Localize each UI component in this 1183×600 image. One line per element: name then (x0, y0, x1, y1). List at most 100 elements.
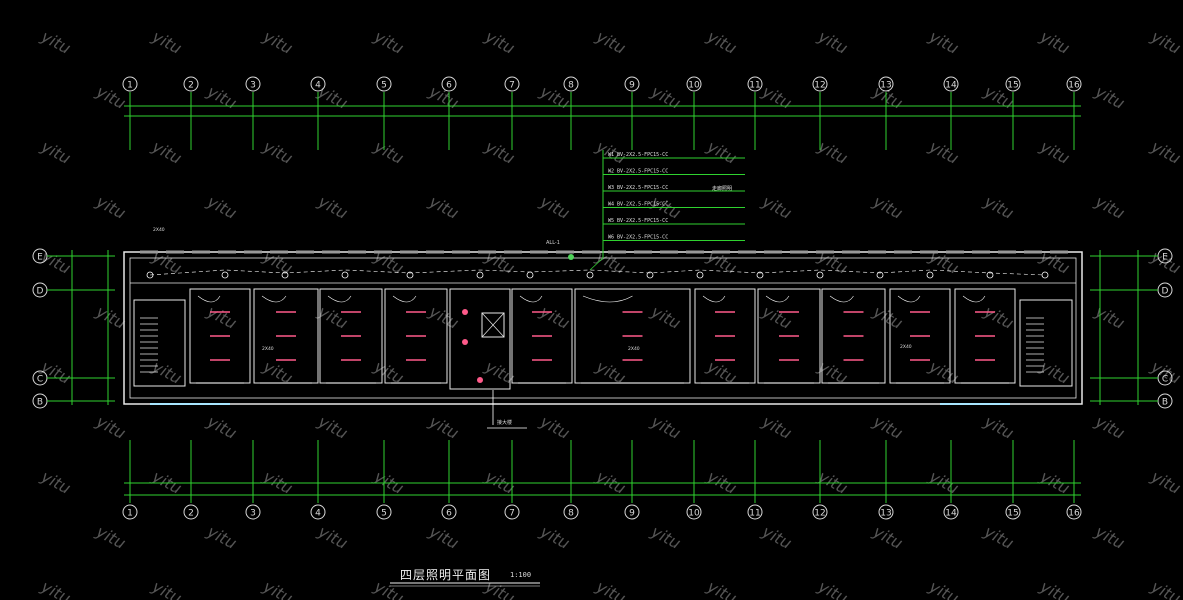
watermark-text: yitu (37, 576, 74, 600)
panel-label: ALL-1 (546, 240, 560, 246)
circuit-note: 走廊照明 (712, 185, 732, 192)
watermark-text: yitu (536, 521, 573, 552)
row-axis-label-left: D (37, 287, 44, 297)
axis-bubble (1005, 504, 1021, 520)
axis-bubble (376, 76, 392, 92)
switch-leg (582, 295, 633, 303)
switch-leg (327, 295, 352, 303)
watermark-text: yitu (425, 81, 462, 112)
building-outline (123, 250, 1083, 405)
axis-label: 16 (1068, 509, 1080, 519)
watermark-text: yitu (1036, 466, 1073, 497)
axis-bubble (122, 76, 138, 92)
core-room (449, 288, 511, 390)
axis-bubble (441, 76, 457, 92)
axis-bubble (504, 504, 520, 520)
axis-bubble (504, 76, 520, 92)
axis-label: 9 (629, 509, 635, 519)
switch-leg (765, 295, 790, 303)
watermark-text: yitu (148, 136, 185, 167)
axis-label: 11 (749, 81, 760, 91)
axis-bubble (441, 504, 457, 520)
watermark-text: yitu (869, 191, 906, 222)
axis-label: 8 (568, 509, 574, 519)
circuit-label: W4 BV-2X2.5-FPC15-CC (608, 202, 668, 208)
axis-bubble (245, 76, 261, 92)
axis-bubble (310, 504, 326, 520)
corridor-light (586, 271, 594, 279)
watermark-text: yitu (1091, 191, 1128, 222)
watermark-text: yitu (925, 466, 962, 497)
watermark-text: yitu (1147, 466, 1183, 497)
watermark-text: yitu (203, 521, 240, 552)
watermark-text: yitu (1147, 576, 1183, 600)
watermark-text: yitu (647, 411, 684, 442)
watermark-text: yitu (1091, 81, 1128, 112)
axis-label: 12 (814, 81, 825, 91)
corridor-light (756, 271, 764, 279)
fixture-tag: 2X40 (628, 346, 640, 352)
watermark-text: yitu (1036, 26, 1073, 57)
axis-label: 13 (880, 509, 891, 519)
watermark-text: yitu (703, 576, 740, 600)
watermark-text: yitu (1036, 136, 1073, 167)
corridor-light (926, 271, 934, 279)
watermark-text: yitu (425, 301, 462, 332)
watermark-text: yitu (37, 136, 74, 167)
watermark-text: yitu (592, 26, 629, 57)
watermark-text: yitu (869, 411, 906, 442)
watermark-text: yitu (647, 301, 684, 332)
watermark-text: yitu (703, 466, 740, 497)
axis-label: 14 (945, 81, 957, 91)
axis-label: 3 (250, 509, 256, 519)
watermark-text: yitu (814, 26, 851, 57)
axis-label: 2 (188, 509, 194, 519)
watermark-text: yitu (814, 576, 851, 600)
watermark-text: yitu (758, 301, 795, 332)
riser-label: 接大楼 (497, 419, 512, 426)
watermark-text: yitu (92, 191, 129, 222)
axis-bubble (878, 76, 894, 92)
axis-label: 1 (127, 81, 133, 91)
corridor-light (816, 271, 824, 279)
circuit-label: W2 BV-2X2.5-FPC15-CC (608, 169, 668, 175)
circuit-label: W6 BV-2X2.5-FPC15-CC (608, 235, 668, 241)
toilet-light (477, 377, 483, 383)
corridor-light (696, 271, 704, 279)
switch-leg (261, 295, 287, 303)
axis-label: 7 (509, 81, 515, 91)
watermark-text: yitu (314, 521, 351, 552)
watermark-text: yitu (592, 466, 629, 497)
watermark-text: yitu (980, 191, 1017, 222)
toilet-light (462, 309, 468, 315)
axis-label: 6 (446, 509, 452, 519)
axis-bubble (686, 504, 702, 520)
axis-label: 15 (1007, 81, 1018, 91)
axis-bubble (943, 504, 959, 520)
watermark-text: yitu (592, 576, 629, 600)
axis-label: 11 (749, 509, 760, 519)
drawing-title: 四层照明平面图 (400, 568, 492, 582)
watermark-text: yitu (1091, 301, 1128, 332)
corridor-light (876, 271, 884, 279)
watermark-text: yitu (370, 136, 407, 167)
corridor-light (646, 271, 654, 279)
stair-core (133, 299, 186, 387)
watermark-text: yitu (536, 191, 573, 222)
axis-bubble (376, 504, 392, 520)
switch-leg (519, 295, 543, 303)
row-axis-label-right: C (1162, 375, 1168, 385)
watermark-text: yitu (703, 136, 740, 167)
axis-bubble (122, 504, 138, 520)
switch-leg (392, 295, 417, 303)
watermark-text: yitu (925, 26, 962, 57)
watermark-text: yitu (148, 576, 185, 600)
switch-leg (197, 295, 221, 303)
watermark-text: yitu (481, 26, 518, 57)
axis-bubble (310, 76, 326, 92)
row-axis-label-right: D (1162, 287, 1169, 297)
axis-bubble (1066, 504, 1082, 520)
axis-label: 3 (250, 81, 256, 91)
axis-label: 15 (1007, 509, 1018, 519)
